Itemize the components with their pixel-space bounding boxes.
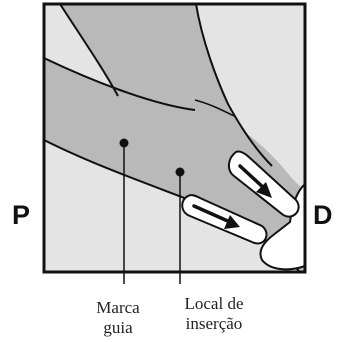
- injection-site-caption-line1: Local de: [166, 294, 262, 314]
- injection-site-caption: Local de inserção: [166, 294, 262, 334]
- proximal-side-label: P: [12, 202, 30, 229]
- landmark-caption-line1: Marca: [74, 298, 162, 318]
- landmark-caption-line2: guia: [74, 318, 162, 338]
- injection-site-caption-line2: inserção: [166, 314, 262, 334]
- distal-side-label: D: [313, 202, 333, 229]
- landmark-caption: Marca guia: [74, 298, 162, 338]
